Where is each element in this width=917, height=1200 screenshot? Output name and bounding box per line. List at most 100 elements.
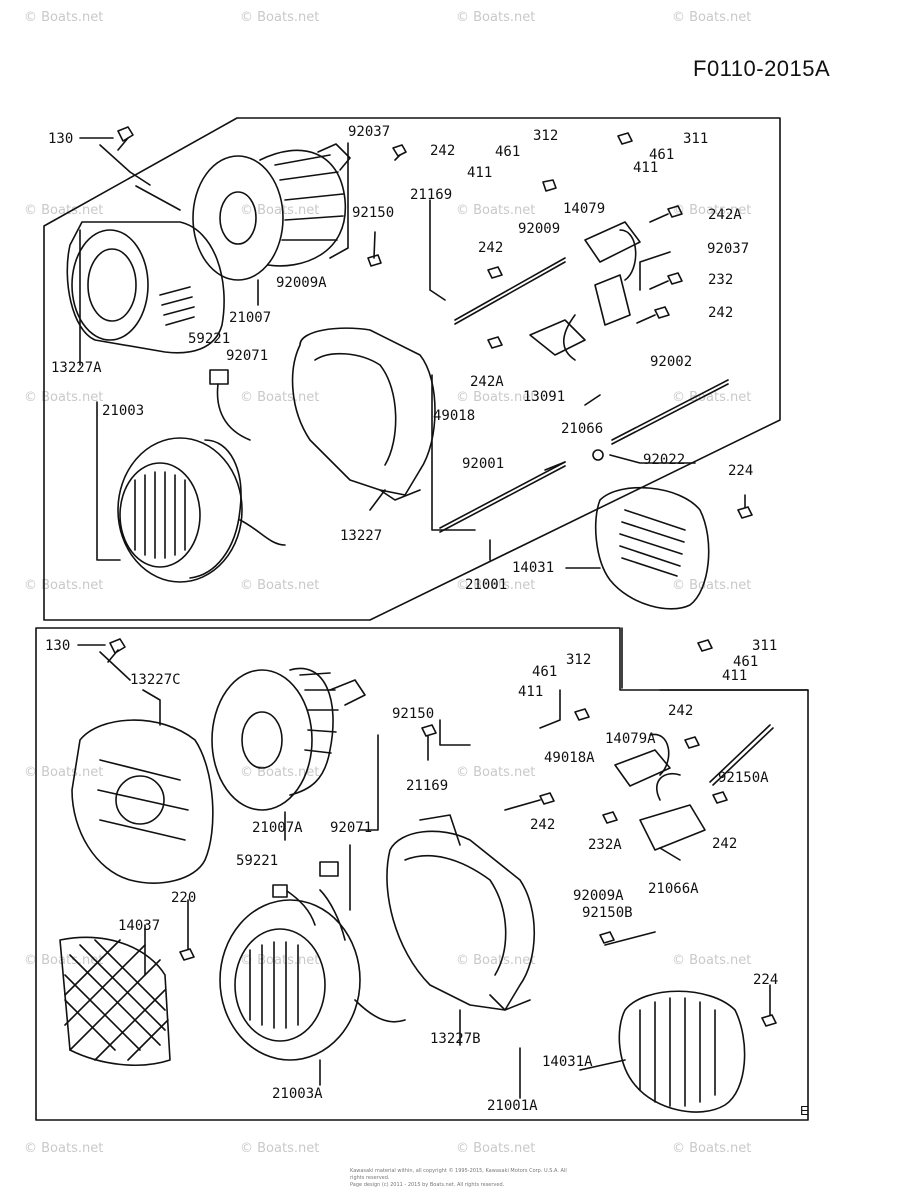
bolt-242-icon <box>636 306 670 324</box>
watermark: © Boats.net <box>24 1141 104 1156</box>
part-label: 13227C <box>130 672 181 688</box>
long-bolt-92001 <box>439 461 566 529</box>
part-label: 13091 <box>523 389 565 405</box>
part-label: 92037 <box>707 241 749 257</box>
bolt-242-icon <box>712 791 728 804</box>
part-label: 242 <box>708 305 733 321</box>
part-label: 21003A <box>272 1086 323 1102</box>
part-label: 242 <box>430 143 455 159</box>
part-label: 21066A <box>648 881 699 897</box>
part-label: 49018 <box>433 408 475 424</box>
rotor-21007A-part <box>211 667 366 811</box>
nut-311-icon <box>617 132 633 145</box>
bolt-242-icon <box>487 266 503 279</box>
part-label: 92150 <box>352 205 394 221</box>
bolt-92150-icon <box>421 724 437 761</box>
bolt-242-icon <box>539 792 555 805</box>
part-label: 92022 <box>643 452 685 468</box>
watermark: © Boats.net <box>672 953 752 968</box>
part-label: 411 <box>722 668 747 684</box>
part-label: 232 <box>708 272 733 288</box>
part-label: 411 <box>633 160 658 176</box>
part-label: 13227 <box>340 528 382 544</box>
watermark: © Boats.net <box>240 765 320 780</box>
bolt-220-icon <box>179 899 195 961</box>
watermark: © Boats.net <box>240 390 320 405</box>
watermark: © Boats.net <box>456 765 536 780</box>
upper-part-labels: 130 92037 242 312 311 461 411 21169 461 … <box>48 124 753 593</box>
watermark: © Boats.net <box>24 953 104 968</box>
part-label: 92002 <box>650 354 692 370</box>
part-label: 21007A <box>252 820 303 836</box>
long-bolt-92002 <box>611 379 729 441</box>
part-label: 14079A <box>605 731 656 747</box>
part-label: 411 <box>467 165 492 181</box>
part-label: 92037 <box>348 124 390 140</box>
part-label: 21007 <box>229 310 271 326</box>
part-label: 14031A <box>542 1054 593 1070</box>
watermark: © Boats.net <box>672 1141 752 1156</box>
part-label: 312 <box>566 652 591 668</box>
watermark: © Boats.net <box>240 1141 320 1156</box>
part-label: 92071 <box>330 820 372 836</box>
part-label: 21003 <box>102 403 144 419</box>
watermark: © Boats.net <box>672 203 752 218</box>
part-label: 224 <box>753 972 778 988</box>
part-label: 92001 <box>462 456 504 472</box>
part-label: 92009A <box>276 275 327 291</box>
bracket-14079A-part <box>614 733 671 787</box>
nut-312-icon <box>542 179 557 192</box>
watermark: © Boats.net <box>672 390 752 405</box>
part-label: 242A <box>470 374 504 390</box>
bracket-21066A-part <box>639 773 706 851</box>
end-cover-13227C-part <box>71 719 214 884</box>
watermark: © Boats.net <box>456 953 536 968</box>
bolt-232-icon <box>649 272 683 290</box>
nut-311-icon <box>697 639 713 652</box>
bolt-224-icon <box>737 494 753 519</box>
part-label: 13227B <box>430 1031 481 1047</box>
bolt-232A-icon <box>602 811 618 824</box>
part-label: 232A <box>588 837 622 853</box>
part-label: 130 <box>45 638 70 654</box>
part-label: 21169 <box>406 778 448 794</box>
part-label: 92009 <box>518 221 560 237</box>
bolt-92150-icon <box>367 231 382 267</box>
rotor-21007-part <box>192 143 351 281</box>
watermark: © Boats.net <box>456 1141 536 1156</box>
upper-assembly-frame <box>43 117 781 621</box>
part-label: 130 <box>48 131 73 147</box>
part-label: 49018A <box>544 750 595 766</box>
nut-312-icon <box>574 708 590 721</box>
part-label: 92150A <box>718 770 769 786</box>
part-label: 224 <box>728 463 753 479</box>
part-label: 21001 <box>465 577 507 593</box>
footer-line: Page design (c) 2011 - 2015 by Boats.net… <box>350 1182 505 1188</box>
long-bolt-92150B <box>604 931 656 946</box>
watermark: © Boats.net <box>240 578 320 593</box>
part-label: 242 <box>530 817 555 833</box>
part-label: 13227A <box>51 360 102 376</box>
part-label: 461 <box>649 147 674 163</box>
part-label: 242 <box>712 836 737 852</box>
part-label: 14031 <box>512 560 554 576</box>
bolt-130-icon <box>107 638 126 663</box>
watermark: © Boats.net <box>672 578 752 593</box>
part-label: 461 <box>495 144 520 160</box>
copyright-footer: Kawasaki material within, all copyright … <box>350 1168 580 1189</box>
housing-13227B-part <box>386 814 535 1011</box>
bolt-130-icon <box>117 126 134 151</box>
bolt-92009A-icon <box>599 931 615 944</box>
connector-59221-icon <box>209 369 251 441</box>
watermark: © Boats.net <box>456 10 536 25</box>
figure-id: F0110-2015A <box>693 56 831 81</box>
part-label: 242 <box>668 703 693 719</box>
part-label: 59221 <box>188 331 230 347</box>
bracket-14079-part <box>584 221 641 281</box>
long-bolt-92009 <box>454 257 566 321</box>
part-label: 92150 <box>392 706 434 722</box>
part-label: 21001A <box>487 1098 538 1114</box>
cover-14031-part <box>594 486 710 610</box>
part-label: 59221 <box>236 853 278 869</box>
